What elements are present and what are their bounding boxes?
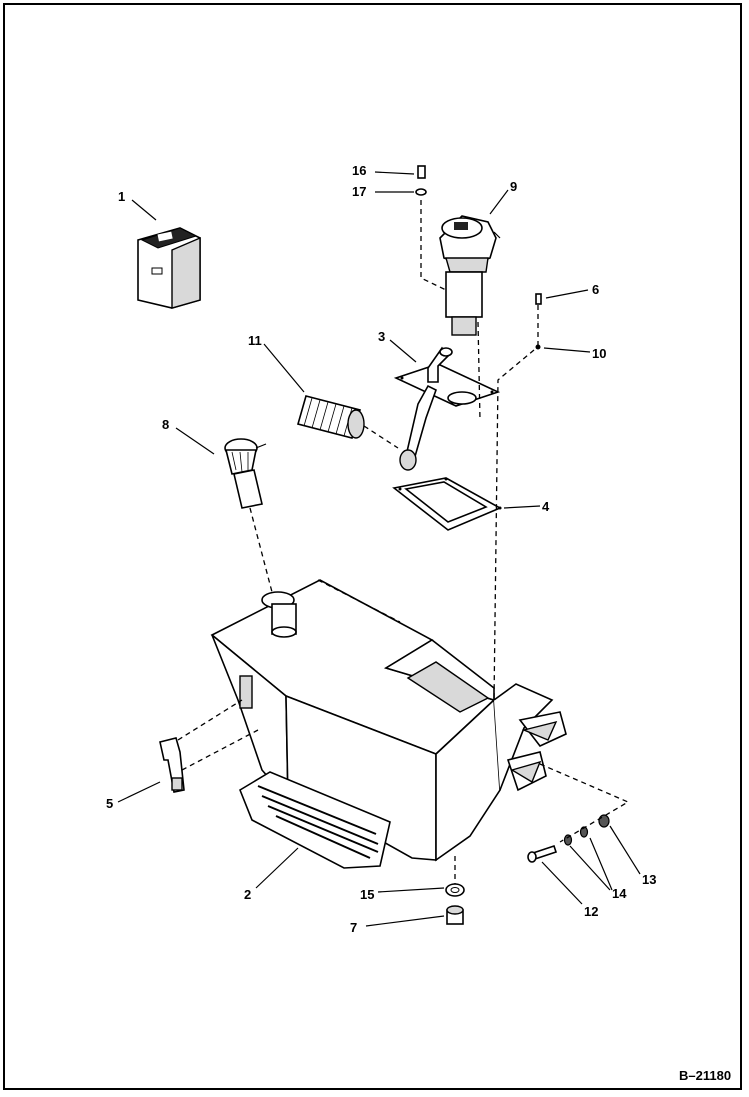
- part-3-cover-plate: [393, 346, 501, 471]
- callout-14: 14: [612, 886, 627, 901]
- callout-9: 9: [510, 179, 517, 194]
- part-9-filter-housing: [439, 215, 501, 336]
- part-1-box: [137, 227, 201, 309]
- callout-3: 3: [378, 329, 385, 344]
- callout-6: 6: [592, 282, 599, 297]
- part-8-filler-neck: [224, 438, 267, 509]
- callout-7: 7: [350, 920, 357, 935]
- callout-13: 13: [642, 872, 656, 887]
- diagram-frame: [3, 3, 742, 1090]
- callout-4: 4: [542, 499, 550, 514]
- part-16-17-bolt-washer: [415, 165, 427, 196]
- document-number: B–21180: [679, 1068, 731, 1083]
- part-5-bracket: [159, 737, 185, 793]
- part-4-gasket: [392, 477, 502, 531]
- callout-15: 15: [360, 887, 374, 902]
- callout-10: 10: [592, 346, 606, 361]
- callout-8: 8: [162, 417, 169, 432]
- leader-lines: [117, 171, 641, 927]
- callout-labels: 1 2 3 4 5 6 7 8 9 10 11 12 13 14 15 16 1…: [106, 163, 656, 935]
- callout-5: 5: [106, 796, 113, 811]
- part-2-fuel-tank: [210, 579, 567, 869]
- callout-17: 17: [352, 184, 366, 199]
- callout-2: 2: [244, 887, 251, 902]
- part-6-10-screw-washer: [535, 293, 542, 350]
- callout-16: 16: [352, 163, 366, 178]
- callout-1: 1: [118, 189, 125, 204]
- callout-11: 11: [248, 333, 262, 348]
- callout-12: 12: [584, 904, 598, 919]
- part-11-strainer: [297, 395, 365, 439]
- assembly-lines: [177, 200, 630, 884]
- part-15-7-drain: [445, 883, 465, 925]
